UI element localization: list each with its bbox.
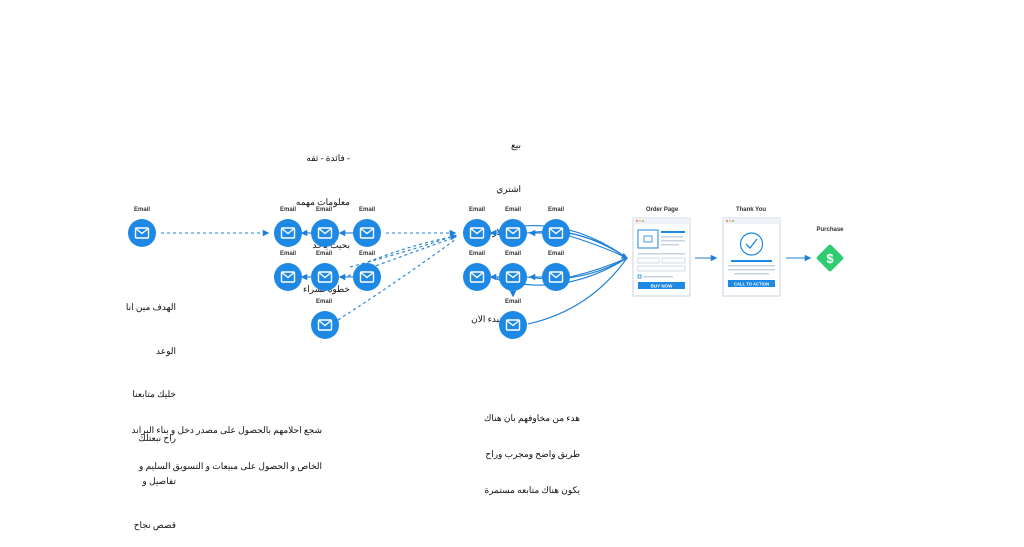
email-icon[interactable]: [353, 263, 381, 291]
email-label: Email: [359, 251, 375, 257]
email-icon[interactable]: [274, 219, 302, 247]
note-line: هدء من مخاوفهم بان هناك: [483, 413, 580, 423]
dollar-icon[interactable]: $: [816, 244, 844, 272]
connector-dashed: [349, 234, 457, 268]
purchase-label: Purchase: [816, 227, 844, 233]
note-line: يكون هناك متابعه مستمرة: [484, 485, 580, 495]
email-icon[interactable]: [353, 219, 381, 247]
email-icon[interactable]: [499, 263, 527, 291]
email-icon[interactable]: [542, 219, 570, 247]
connector: [559, 232, 629, 259]
email-label: Email: [359, 207, 375, 213]
connector: [527, 257, 628, 325]
note-line: - فائدة - ثقه: [306, 153, 350, 163]
email-icon[interactable]: [542, 263, 570, 291]
email-label: Email: [505, 251, 521, 257]
email-label: Email: [469, 207, 485, 213]
connector-dashed: [337, 238, 457, 321]
note-line: معلومات مهمه: [295, 196, 350, 207]
order-page-thumbnail[interactable]: BUY NOW: [632, 217, 691, 297]
call-to-action-button[interactable]: CALL TO ACTION: [734, 281, 769, 286]
email-label: Email: [280, 207, 296, 213]
note-line: خليك متابعنا: [132, 389, 176, 399]
note-line: الوعد: [156, 345, 176, 356]
order-page-label: Order Page: [646, 207, 679, 213]
email-icon[interactable]: [274, 263, 302, 291]
note-line: خطوة لشراء: [302, 283, 350, 294]
note-line: قصص نجاح: [133, 519, 176, 530]
dollar-sign: $: [826, 251, 834, 266]
email-icon[interactable]: [463, 219, 491, 247]
email-icon[interactable]: [463, 263, 491, 291]
email-label: Email: [548, 251, 564, 257]
checkmark-icon: [739, 232, 764, 256]
email-icon[interactable]: [499, 219, 527, 247]
email-icon[interactable]: [311, 311, 339, 339]
email-label: Email: [505, 207, 521, 213]
email-label: Email: [316, 251, 332, 257]
connector: [569, 257, 628, 278]
email-label: Email: [134, 207, 150, 213]
email-label: Email: [469, 251, 485, 257]
email-icon[interactable]: [311, 263, 339, 291]
email-label: Email: [280, 251, 296, 257]
thank-you-thumbnail[interactable]: CALL TO ACTION: [722, 217, 781, 297]
email-icon[interactable]: [128, 219, 156, 247]
connector: [526, 257, 628, 280]
note-line: الهدف مين انا: [125, 302, 176, 312]
note-line: طريق واضح ومجرب وراح: [485, 449, 580, 459]
note-line: الخاص و الحصول على مبيعات و التسويق السل…: [138, 461, 322, 471]
email-label: Email: [316, 299, 332, 305]
email-label: Email: [505, 299, 521, 305]
connector: [526, 230, 628, 259]
email-icon[interactable]: [499, 311, 527, 339]
note-line: اشتري: [496, 183, 521, 194]
email-icon[interactable]: [311, 219, 339, 247]
funnel-diagram: Email Email Email Email Email Email Emai…: [128, 207, 844, 339]
email-label: Email: [548, 207, 564, 213]
thank-you-label: Thank You: [736, 207, 766, 213]
buy-now-button[interactable]: BUY NOW: [651, 283, 673, 288]
note-line: بيع: [510, 140, 521, 150]
email-label: Email: [316, 207, 332, 213]
